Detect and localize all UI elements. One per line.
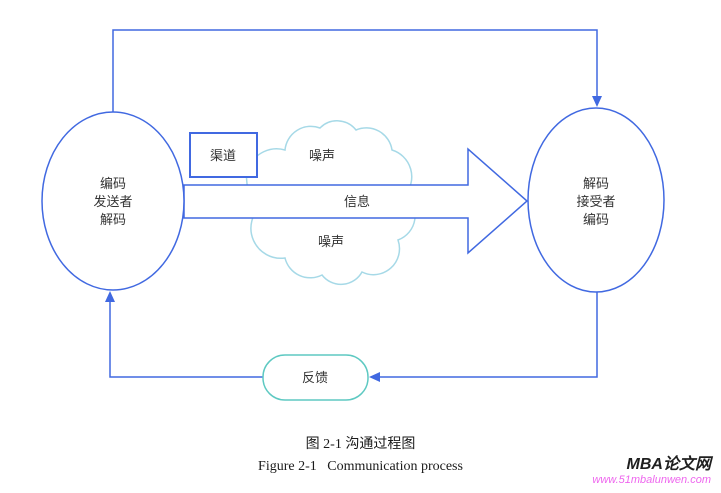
receiver-ellipse [527,107,665,293]
sender-line-1: 编码 [100,176,126,191]
figure-caption-chinese: 图 2-1 沟通过程图 [305,437,416,452]
receiver-line-3: 编码 [583,212,609,227]
sender-ellipse [41,111,185,291]
noise-top-label: 噪声 [309,148,335,163]
communication-diagram: 渠道 噪声 噪声 信息 编码 发送者 解码 解码 接受者 编码 反馈 [41,29,665,401]
channel-box [189,132,258,178]
message-label: 信息 [344,194,370,209]
sender-line-3: 解码 [100,212,126,227]
feedback-label: 反馈 [302,370,328,385]
feedback-connector-left-line [109,296,263,378]
feedback-box [262,354,369,401]
feedback-connector-right-line [373,292,598,378]
feedback-left-arrowhead-icon [105,291,115,302]
sender-line-2: 发送者 [93,194,132,209]
feedback-right-arrowhead-icon [369,372,380,382]
watermark-brand: MBA论文网 [626,456,711,473]
receiver-line-1: 解码 [583,176,609,191]
watermark: MBA论文网 www.51mbalunwen.com [592,456,711,487]
watermark-url: www.51mbalunwen.com [592,474,711,487]
top-connector-line [112,29,598,112]
channel-label: 渠道 [210,148,236,163]
receiver-line-2: 接受者 [576,194,615,209]
figure-caption-english: Figure 2-1 Communication process [258,459,463,474]
message-arrow [183,147,529,255]
top-connector-arrowhead-icon [592,96,602,107]
noise-bottom-label: 噪声 [318,234,344,249]
